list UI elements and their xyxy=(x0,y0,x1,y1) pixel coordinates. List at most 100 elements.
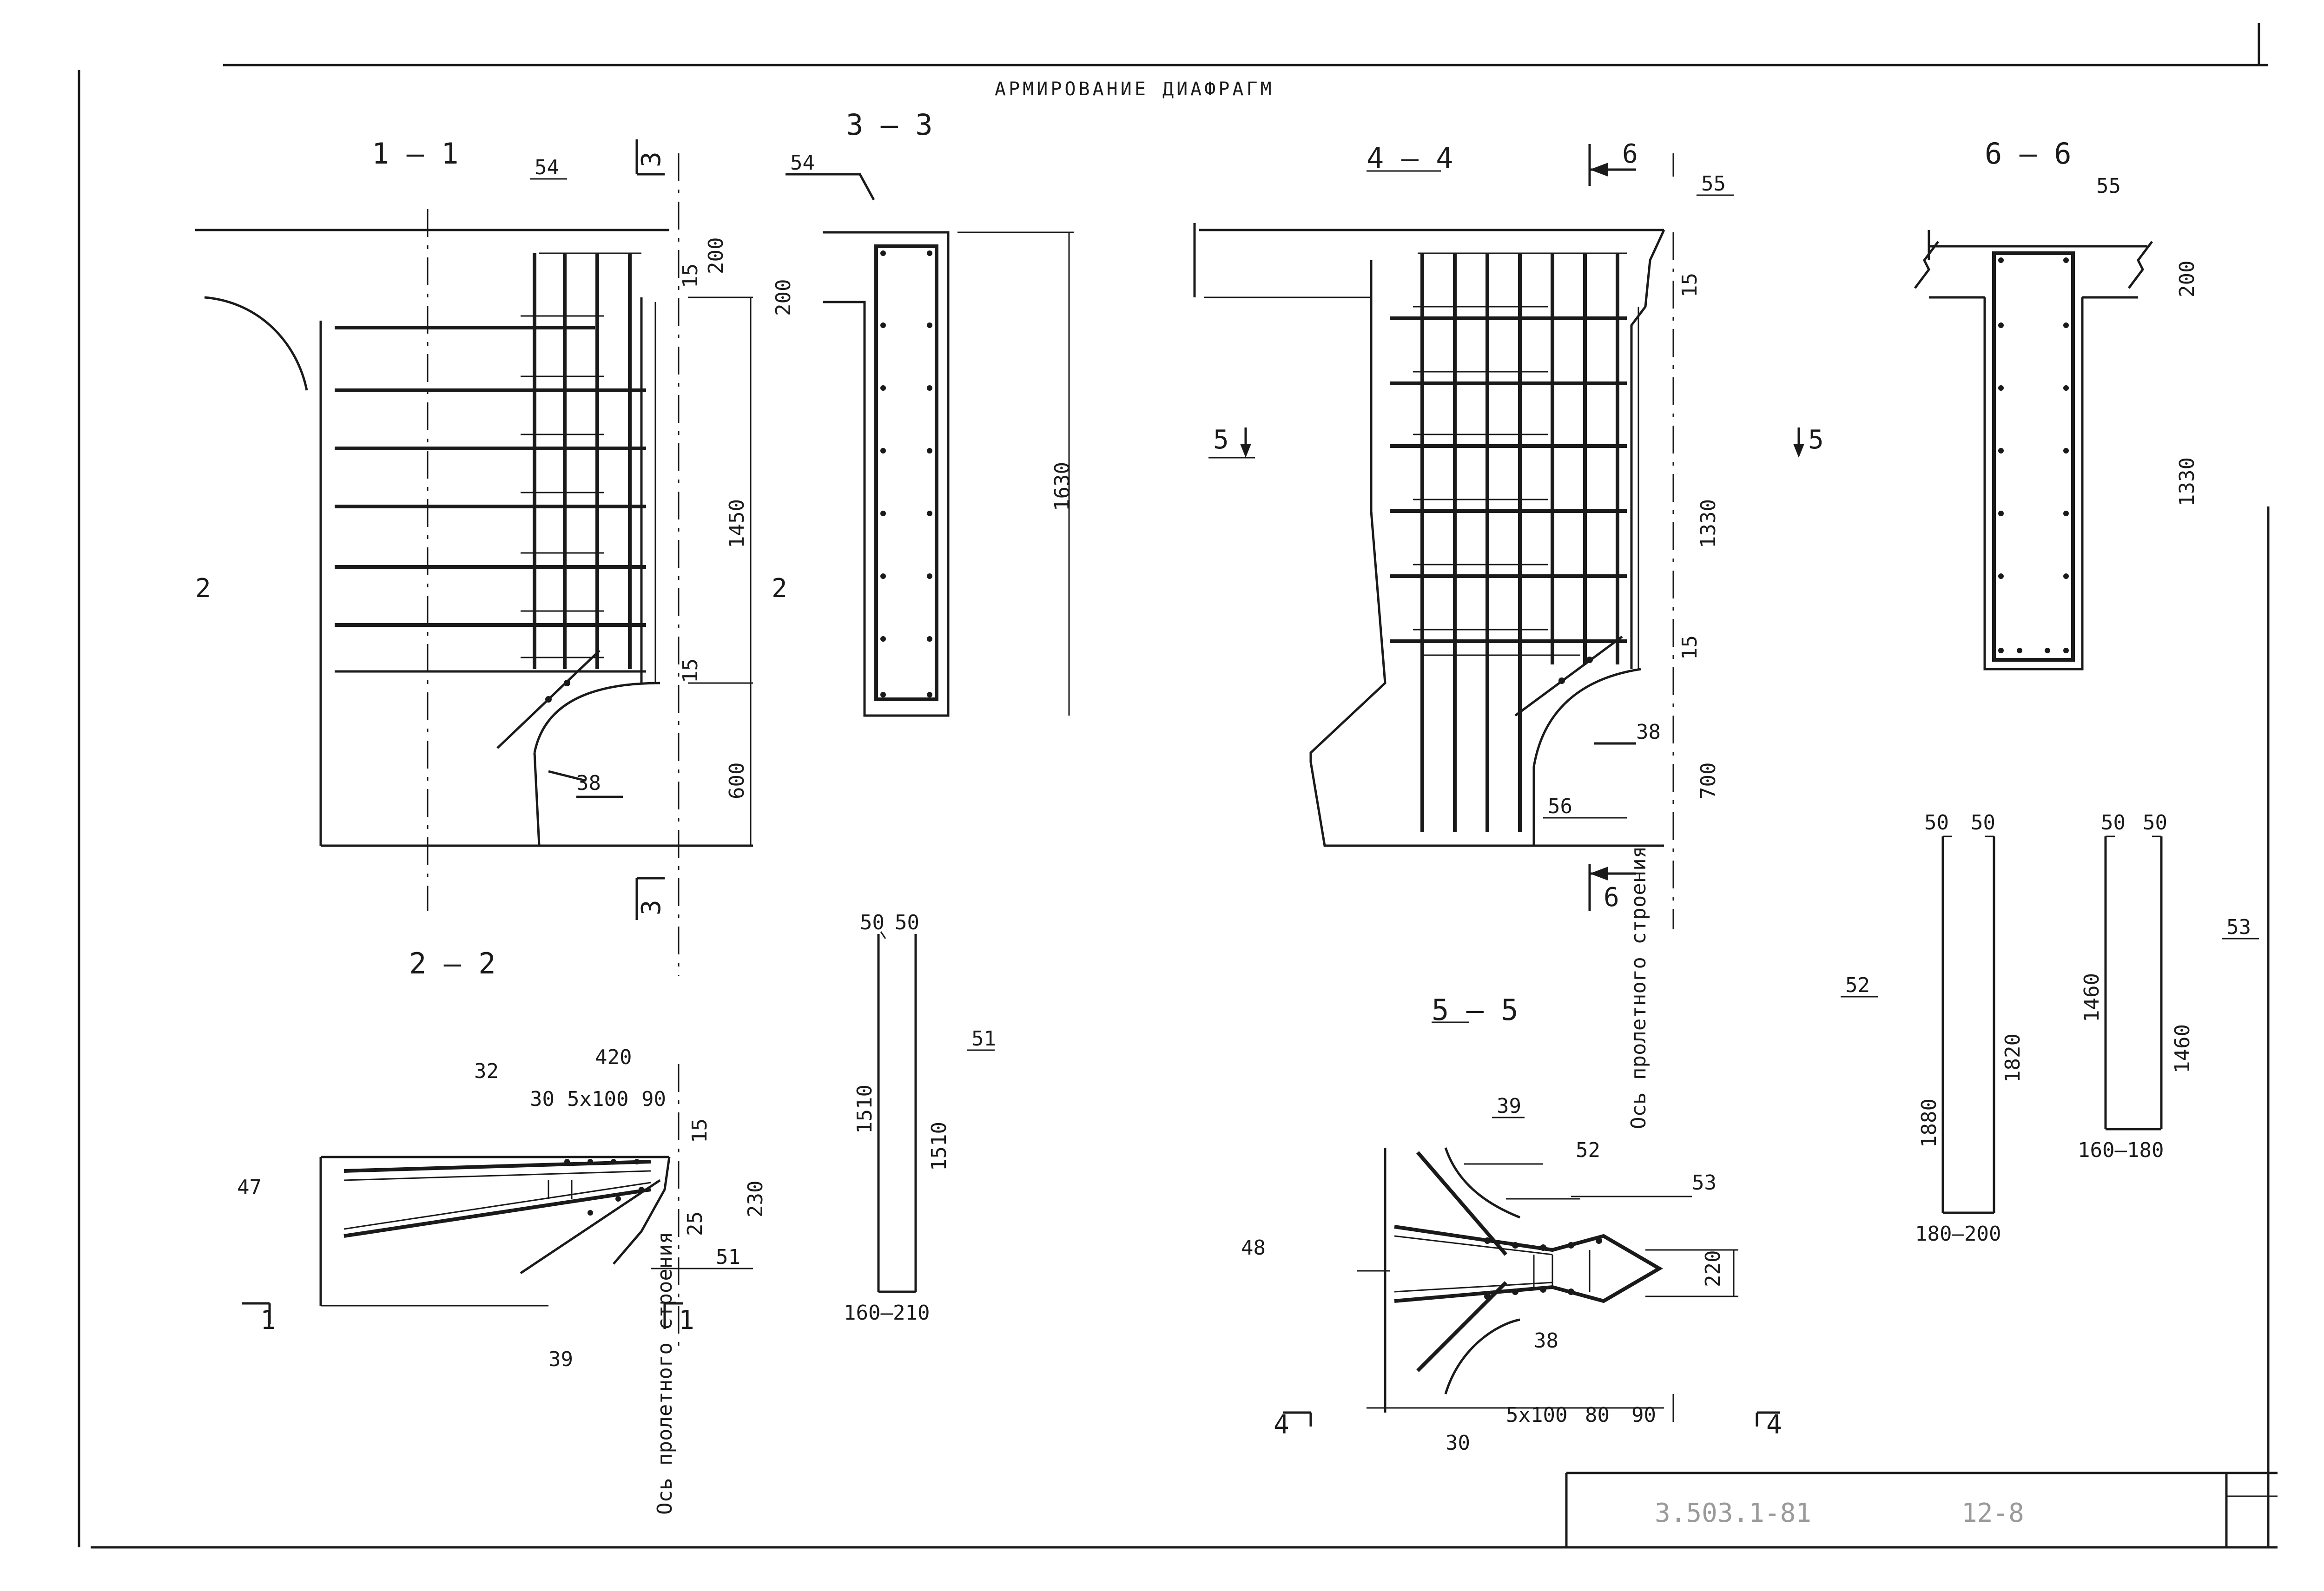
position-38-label-1: 38 xyxy=(576,771,601,795)
section-5-5-view xyxy=(1283,1147,1780,1427)
section-label-4-4: 4 – 4 xyxy=(1367,141,1453,175)
section-label-5-5: 5 – 5 xyxy=(1432,993,1519,1027)
dim-700: 700 xyxy=(1697,763,1720,799)
stamp-code: 3.503.1-81 xyxy=(1655,1498,1811,1528)
axis-label-4-4: Ось пролетного строения xyxy=(1627,846,1651,1129)
cut-arrow-5-right xyxy=(1793,427,1804,458)
drawing-title: АРМИРОВАНИЕ ДИАФРАГМ xyxy=(995,79,1274,100)
bar-52-right-length: 1820 xyxy=(2001,1033,2025,1083)
bar-shape-51 xyxy=(877,931,917,1293)
bar-52-left-length: 1880 xyxy=(1917,1098,1941,1148)
position-52-label-1: 52 xyxy=(1576,1138,1600,1162)
section-1-1-view xyxy=(195,153,753,976)
position-53-label-2: 53 xyxy=(2226,915,2251,939)
cut-mark-4-right: 4 xyxy=(1766,1410,1782,1440)
cut-arrow-6-top xyxy=(1588,144,1636,186)
bar-53-bottom-width: 160–180 xyxy=(2078,1138,2164,1162)
bar-51-right-length: 1510 xyxy=(927,1122,951,1171)
bar-52-top-right: 50 xyxy=(1971,811,1995,835)
dim-1630: 1630 xyxy=(1050,462,1074,511)
cut-mark-1-left: 1 xyxy=(260,1305,276,1335)
dim-15-5: 15 xyxy=(688,1118,712,1143)
dim-15-3: 15 xyxy=(1678,273,1702,297)
bar-53-top-right: 50 xyxy=(2143,811,2167,835)
dim-5x100-2: 5x100 xyxy=(1506,1403,1567,1427)
position-38-label-2: 38 xyxy=(1636,720,1661,744)
position-32-label: 32 xyxy=(474,1059,499,1083)
bar-53-left-length: 1460 xyxy=(2080,973,2104,1022)
cut-mark-1-right: 1 xyxy=(679,1305,694,1335)
cut-mark-3-top: 3 xyxy=(636,151,667,167)
bar-52-top-left: 50 xyxy=(1924,811,1949,835)
position-51-label-2: 51 xyxy=(971,1027,996,1051)
position-38-label-3: 38 xyxy=(1534,1329,1558,1353)
bar-53-right-length: 1460 xyxy=(2171,1024,2194,1073)
position-55-label-1: 55 xyxy=(1701,172,1726,196)
cut-mark-6-bottom: 6 xyxy=(1604,882,1619,913)
section-label-3-3: 3 – 3 xyxy=(846,108,933,142)
dim-200-2: 200 xyxy=(772,279,795,316)
position-51-label-1: 51 xyxy=(716,1245,740,1269)
stamp-sheet: 12-8 xyxy=(1961,1498,2024,1528)
dim-420: 420 xyxy=(595,1045,632,1069)
position-48-label: 48 xyxy=(1241,1236,1266,1260)
bar-53-top-left: 50 xyxy=(2101,811,2126,835)
dim-25: 25 xyxy=(683,1211,707,1236)
position-54-label-1: 54 xyxy=(535,156,559,179)
bar-shape-52 xyxy=(1941,835,1995,1214)
dim-15-2: 15 xyxy=(679,658,702,683)
dim-30-1: 30 xyxy=(530,1087,555,1111)
cut-arrow-5-left xyxy=(1208,427,1255,459)
bar-51-top-right: 50 xyxy=(895,911,919,934)
sheet-frame xyxy=(78,23,2278,1549)
dim-1330-1: 1330 xyxy=(1697,499,1720,548)
section-label-1-1: 1 – 1 xyxy=(372,137,459,171)
section-3-3-view xyxy=(786,173,1074,717)
cut-arrow-6-bottom xyxy=(1588,864,1636,911)
cut-mark-3-bottom: 3 xyxy=(636,900,667,915)
bar-51-bottom-width: 160–210 xyxy=(844,1301,930,1325)
cut-mark-4-left: 4 xyxy=(1274,1410,1289,1440)
position-54-label-2: 54 xyxy=(790,151,815,175)
bar-51-top-left: 50 xyxy=(860,911,885,934)
section-label-6-6: 6 – 6 xyxy=(1985,137,2072,171)
position-56-label: 56 xyxy=(1548,795,1572,818)
dim-200-3: 200 xyxy=(2175,261,2199,297)
dim-1450: 1450 xyxy=(725,499,749,548)
position-53-label-1: 53 xyxy=(1692,1171,1717,1195)
cut-mark-6-top: 6 xyxy=(1622,139,1638,169)
dim-230: 230 xyxy=(744,1181,767,1217)
title-block xyxy=(1565,1472,2278,1547)
cut-mark-2-left: 2 xyxy=(195,573,211,604)
position-47-label: 47 xyxy=(237,1176,262,1199)
section-6-6-view xyxy=(1914,230,2153,671)
position-39-label-1: 39 xyxy=(548,1348,573,1371)
dim-90-2: 90 xyxy=(1631,1403,1656,1427)
axis-label-2-2: Ось пролетного строения xyxy=(653,1232,677,1515)
dim-220: 220 xyxy=(1701,1250,1725,1287)
cut-arrow-3-bottom xyxy=(635,877,665,920)
bar-51-left-length: 1510 xyxy=(853,1085,877,1134)
dim-90-1: 90 xyxy=(641,1087,666,1111)
cut-mark-5-left: 5 xyxy=(1213,425,1229,455)
dim-80: 80 xyxy=(1585,1403,1610,1427)
cut-mark-5-right: 5 xyxy=(1808,425,1824,455)
cut-arrow-3-top xyxy=(635,139,665,176)
dim-15-4: 15 xyxy=(1678,635,1702,660)
section-label-2-2: 2 – 2 xyxy=(409,947,496,980)
dim-200-1: 200 xyxy=(704,237,728,274)
dim-30-2: 30 xyxy=(1446,1431,1470,1455)
bar-52-bottom-width: 180–200 xyxy=(1915,1222,2001,1246)
dim-1330-2: 1330 xyxy=(2175,457,2199,506)
section-4-4-view xyxy=(1193,153,1674,929)
dim-600: 600 xyxy=(725,763,749,799)
cut-mark-2-right: 2 xyxy=(772,573,787,604)
section-2-2-view xyxy=(242,1064,753,1348)
position-39-label-2: 39 xyxy=(1497,1094,1521,1118)
dim-15-1: 15 xyxy=(679,263,702,288)
dim-5x100-1: 5x100 xyxy=(567,1087,628,1111)
bar-shape-53 xyxy=(2104,835,2163,1131)
position-55-label-2: 55 xyxy=(2096,174,2121,198)
position-52-label-2: 52 xyxy=(1845,973,1870,997)
